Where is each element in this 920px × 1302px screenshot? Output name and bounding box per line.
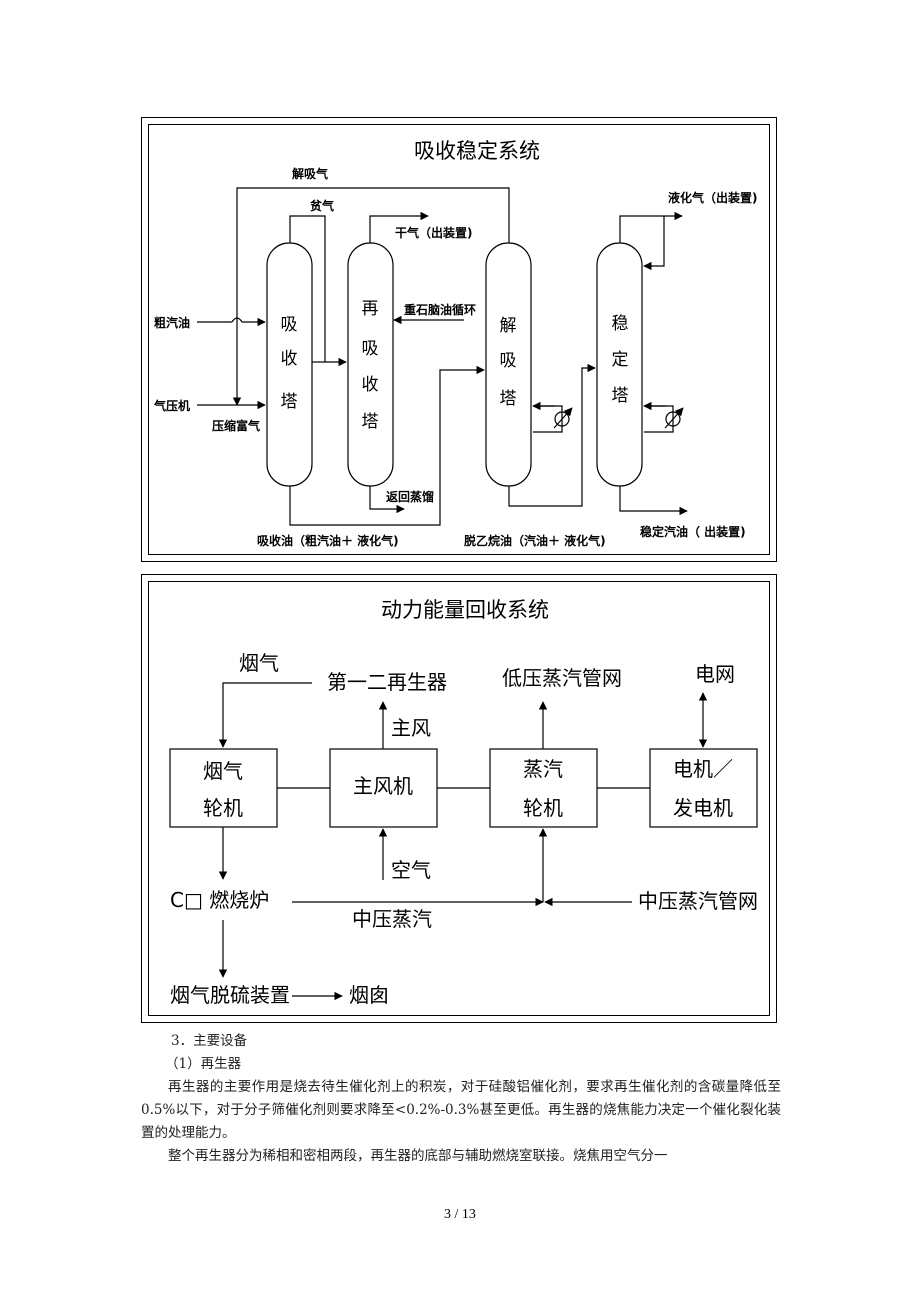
crude-gasoline-label: 粗汽油 (154, 315, 190, 330)
section-heading: 3．主要设备 (171, 1033, 248, 1049)
main-blower-label: 主风机 (353, 774, 413, 798)
absorption-stabilization-diagram: 吸收稳定系统 吸 收 塔 再 吸 收 塔 解 吸 塔 稳 定 塔 解吸 (153, 139, 758, 548)
flue-gas-line (218, 682, 312, 748)
desorber-reboiler (532, 401, 573, 433)
compressed-rich-gas-label: 压缩富气 (212, 418, 260, 433)
power-recovery-figure: 动力能量回收系统 烟气 轮机 主风机 蒸汽 轮机 电机／ 发电机 烟气 第一二再… (141, 574, 777, 1023)
lp-steam-net-label: 低压蒸汽管网 (502, 666, 622, 690)
figure-inner-border (148, 581, 770, 1016)
figure-title: 吸收稳定系统 (414, 139, 540, 163)
flue-turbine-label-2: 轮机 (203, 796, 243, 820)
steam-turbine-label-1: 蒸汽 (523, 757, 563, 781)
desulfurization-label: 烟气脱硫装置 (170, 983, 290, 1007)
absorbed-oil-line (289, 365, 485, 526)
return-fractionator-line (369, 486, 405, 514)
reflux-line (643, 216, 665, 271)
svg-text:收: 收 (362, 375, 379, 395)
svg-text:定: 定 (612, 350, 629, 370)
paragraph-1: 再生器的主要作用是烧去待生催化剂上的积炭，对于硅酸铝催化剂，要求再生催化剂的含碳… (141, 1079, 781, 1141)
mp-steam-net-label: 中压蒸汽管网 (638, 889, 758, 913)
svg-text:吸: 吸 (362, 339, 379, 359)
steam-turbine-label-2: 轮机 (523, 796, 563, 820)
figure-inner-border (148, 124, 770, 555)
dry-gas-line (369, 211, 429, 243)
svg-text:塔: 塔 (281, 392, 298, 412)
reabsorber-tower (347, 242, 394, 487)
figure-title: 动力能量回收系统 (381, 598, 549, 622)
stable-gasoline-line (619, 486, 688, 516)
desorb-gas-label: 解吸气 (292, 166, 328, 181)
co-furnace-label: C□ 燃烧炉 (170, 888, 269, 912)
power-recovery-diagram: 动力能量回收系统 烟气 轮机 主风机 蒸汽 轮机 电机／ 发电机 烟气 第一二再… (169, 598, 758, 1007)
svg-text:收: 收 (281, 349, 298, 369)
paragraph-2: 整个再生器分为稀相和密相两段，再生器的底部与辅助燃烧室联接。烧焦用空气分一 (168, 1148, 668, 1164)
svg-text:塔: 塔 (362, 412, 379, 432)
svg-text:解: 解 (500, 316, 517, 336)
absorber-label: 吸 收 塔 (281, 315, 298, 412)
stabilizer-label: 稳 定 塔 (612, 314, 629, 406)
dry-gas-label: 干气（出装置) (395, 225, 473, 240)
heavy-naphtha-label: 重石脑油循环 (404, 302, 476, 317)
reabsorber-label: 再 吸 收 塔 (362, 299, 379, 432)
motor-generator-label-1: 电机／ (673, 757, 733, 781)
deethanized-oil-line (508, 363, 596, 507)
svg-text:塔: 塔 (500, 389, 517, 409)
return-fractionator-label: 返回蒸馏 (386, 489, 434, 504)
lean-gas-label: 贫气 (310, 198, 334, 213)
body-text: 3．主要设备 （1）再生器 再生器的主要作用是烧去待生催化剂上的积炭，对于硅酸铝… (141, 1030, 781, 1168)
svg-text:吸: 吸 (281, 315, 298, 335)
svg-text:稳: 稳 (612, 314, 629, 334)
absorption-stabilization-figure: 吸收稳定系统 吸 收 塔 再 吸 收 塔 解 吸 塔 稳 定 塔 解吸 (141, 117, 777, 562)
svg-text:塔: 塔 (612, 386, 629, 406)
lpg-line (619, 211, 683, 243)
deethanized-oil-label: 脱乙烷油（汽油＋ 液化气) (464, 533, 606, 548)
page-number: 3 / 13 (444, 1207, 476, 1222)
main-air-label: 主风 (391, 716, 431, 740)
lpg-label: 液化气（出装置) (668, 190, 758, 205)
grid-label: 电网 (695, 662, 735, 686)
svg-text:再: 再 (362, 299, 379, 319)
lean-gas-line (289, 215, 347, 367)
motor-generator-label-2: 发电机 (673, 796, 733, 820)
absorbed-oil-label: 吸收油（粗汽油＋ 液化气) (257, 533, 399, 548)
stable-gasoline-label: 稳定汽油（ 出装置) (640, 524, 746, 539)
stabilizer-reboiler (643, 401, 684, 433)
subsection-heading: （1）再生器 (165, 1056, 242, 1072)
regenerators-label: 第一二再生器 (327, 670, 447, 694)
chimney-label: 烟囱 (349, 983, 389, 1007)
compressor-label: 气压机 (153, 398, 190, 413)
air-label: 空气 (391, 858, 431, 882)
flue-gas-label: 烟气 (239, 651, 279, 675)
mp-steam-label: 中压蒸汽 (352, 907, 432, 931)
desorb-gas-line (232, 187, 510, 406)
desorber-label: 解 吸 塔 (500, 316, 517, 409)
flue-turbine-label-1: 烟气 (203, 759, 243, 783)
svg-text:吸: 吸 (500, 351, 517, 371)
